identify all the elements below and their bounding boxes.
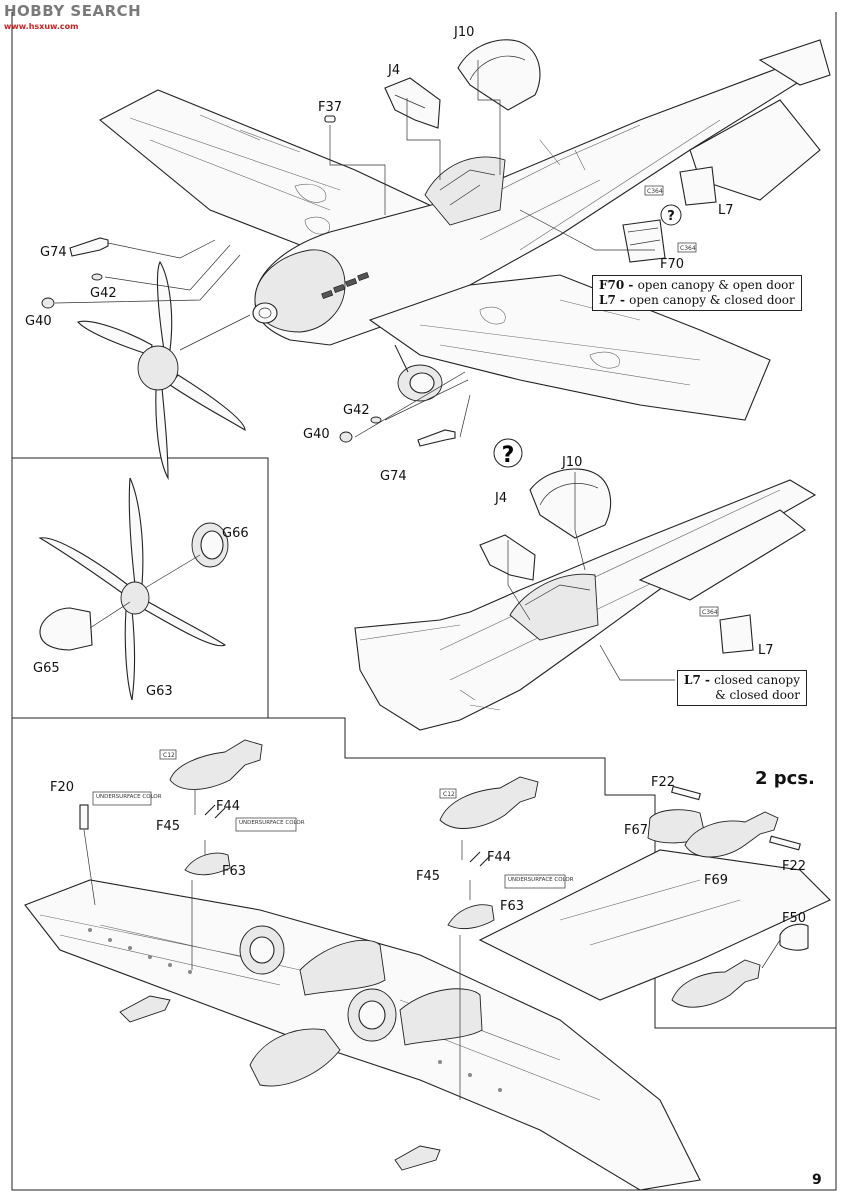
callout-j10-mid: J10 xyxy=(561,455,582,470)
callout-f20: F20 xyxy=(50,780,74,795)
svg-text:C12: C12 xyxy=(443,791,455,798)
svg-text:UNDERSURFACE COLOR: UNDERSURFACE COLOR xyxy=(508,877,574,883)
part-f50 xyxy=(779,923,809,951)
underside-view xyxy=(24,849,831,1191)
option-row-f70: F70 - open canopy & open door xyxy=(599,278,795,292)
callout-f44-right: F44 xyxy=(487,850,511,865)
callout-f45-left: F45 xyxy=(156,819,180,834)
propeller-top xyxy=(77,260,246,481)
callout-j10-top: J10 xyxy=(453,25,474,40)
bomb-parts xyxy=(79,739,809,1100)
callout-g42-top: G42 xyxy=(90,286,117,301)
callout-g42-mid: G42 xyxy=(343,403,370,418)
code-tags: C364 C364 C364 C12 C12 UNDERSURFACE COLO… xyxy=(92,185,719,889)
rivet-dots xyxy=(88,928,502,1092)
callout-j4-mid: J4 xyxy=(494,491,507,506)
top-aircraft xyxy=(41,39,831,481)
callout-f22-top: F22 xyxy=(651,775,675,790)
svg-text:UNDERSURFACE COLOR: UNDERSURFACE COLOR xyxy=(239,820,305,826)
spinner-g65 xyxy=(39,607,93,651)
section-dividers xyxy=(11,12,837,1191)
closed-canopy-box: L7 - closed canopy & closed door xyxy=(677,670,807,706)
svg-text:C364: C364 xyxy=(702,609,718,616)
callout-j4-top: J4 xyxy=(387,63,400,78)
part-l7-top xyxy=(679,166,717,206)
callout-f37: F37 xyxy=(318,100,342,115)
callout-l7-mid: L7 xyxy=(758,643,774,658)
part-l7-mid xyxy=(719,614,754,654)
question-mark-mid: ? xyxy=(493,438,523,468)
callout-g65: G65 xyxy=(33,661,60,676)
callout-l7-top: L7 xyxy=(718,203,734,218)
watermark-url: www.hsxuw.com xyxy=(4,22,79,31)
part-f20 xyxy=(79,804,89,830)
option-row-l7: L7 - open canopy & closed door xyxy=(599,293,795,307)
callout-f22-bottom: F22 xyxy=(782,859,806,874)
callout-g40-top: G40 xyxy=(25,314,52,329)
exhaust-stacks xyxy=(321,271,370,299)
part-f37 xyxy=(324,115,336,123)
code-c364-f70: C364 xyxy=(680,245,696,252)
callout-f70: F70 xyxy=(660,257,684,272)
canopy-option-box: F70 - open canopy & open door L7 - open … xyxy=(592,275,802,311)
svg-text:?: ? xyxy=(667,209,675,224)
svg-text:UNDERSURFACE COLOR: UNDERSURFACE COLOR xyxy=(96,794,162,800)
watermark-brand: HOBBY SEARCH xyxy=(4,2,142,20)
callout-f45-right: F45 xyxy=(416,869,440,884)
question-mark-top: ? xyxy=(660,204,682,226)
callout-g74-mid: G74 xyxy=(380,469,407,484)
part-f70 xyxy=(622,219,666,263)
svg-text:?: ? xyxy=(502,443,515,468)
svg-text:C364: C364 xyxy=(647,188,663,195)
callout-f69: F69 xyxy=(704,873,728,888)
callout-f67: F67 xyxy=(624,823,648,838)
callout-f63-right: F63 xyxy=(500,899,524,914)
part-callouts: F37 J4 J10 G74 G42 G40 L7 F70 G42 G40 G7… xyxy=(25,25,806,926)
callout-g63: G63 xyxy=(146,684,173,699)
callout-f44-left: F44 xyxy=(216,799,240,814)
quantity-note: 2 pcs. xyxy=(755,768,815,789)
page-number: 9 xyxy=(812,1172,822,1188)
ring-g66 xyxy=(200,530,224,560)
callout-g74-top: G74 xyxy=(40,245,67,260)
callout-f50: F50 xyxy=(782,911,806,926)
propeller-detail xyxy=(38,477,229,701)
svg-text:C12: C12 xyxy=(163,752,175,759)
callout-g40-mid: G40 xyxy=(303,427,330,442)
callout-g66: G66 xyxy=(222,526,249,541)
callout-f63-left: F63 xyxy=(222,864,246,879)
part-f69 xyxy=(684,811,779,858)
middle-aircraft xyxy=(354,468,817,731)
